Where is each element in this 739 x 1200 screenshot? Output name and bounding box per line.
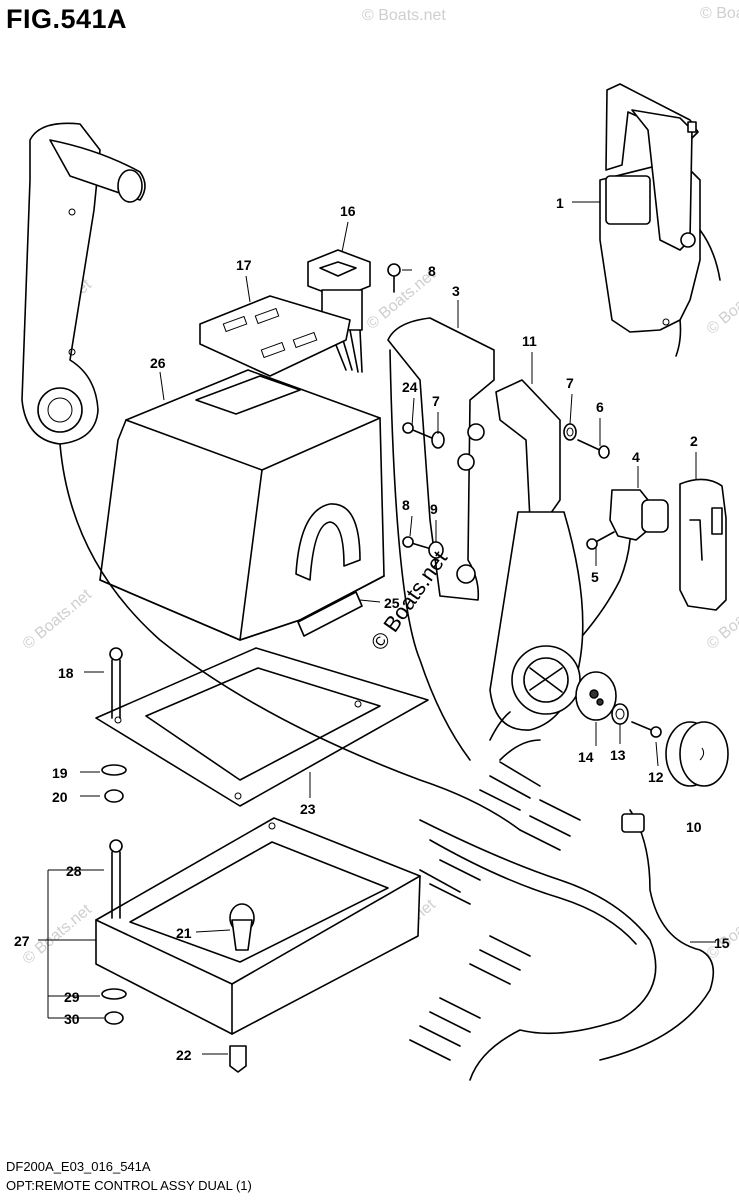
callout-19: 19 [52, 765, 68, 781]
watermark-top-right: © Boats.net [362, 7, 446, 24]
callout-8-upper: 8 [428, 263, 436, 279]
left-control-lever [21, 122, 521, 831]
part-7-washer-right [563, 423, 577, 441]
callout-9: 9 [430, 501, 438, 517]
part-23-gasket [95, 647, 429, 807]
callout-25: 25 [384, 595, 400, 611]
callout-20: 20 [52, 789, 68, 805]
part-4-switch [559, 489, 669, 661]
callout-7-right: 7 [566, 375, 574, 391]
part-19-washer [101, 764, 127, 776]
callout-14: 14 [578, 749, 594, 765]
watermark-left-mid: © Boats.net [20, 586, 96, 653]
callout-3: 3 [452, 283, 460, 299]
part-22-clip [229, 1045, 247, 1073]
callouts: 1 2 3 4 5 6 7 7 8 8 9 10 11 12 13 14 15 … [14, 195, 730, 1063]
callout-1: 1 [556, 195, 564, 211]
part-6-screw [577, 439, 610, 459]
part-26-housing [99, 369, 385, 641]
callout-28: 28 [66, 863, 82, 879]
callout-10: 10 [686, 819, 702, 835]
figure-title: FIG.541A [6, 4, 128, 34]
callout-29: 29 [64, 989, 80, 1005]
part-8-screw-lower [402, 536, 429, 549]
part-25-pad [297, 591, 363, 637]
callout-6: 6 [596, 399, 604, 415]
callout-5: 5 [591, 569, 599, 585]
part-1-remote-control-assy [599, 83, 721, 357]
callout-8-lower: 8 [402, 497, 410, 513]
part-28-screw [109, 839, 123, 919]
callout-11: 11 [522, 333, 537, 349]
part-5-screw [586, 531, 615, 550]
part-3-control-bracket [387, 317, 495, 761]
part-15-wiring-harness [409, 711, 715, 1081]
part-21-knob [229, 903, 255, 951]
callout-13: 13 [610, 747, 626, 763]
callout-4: 4 [632, 449, 640, 465]
callout-7-left: 7 [432, 393, 440, 409]
part-20-nut [104, 789, 124, 803]
callout-27: 27 [14, 933, 30, 949]
watermark-right-bottom: © Boats.net [704, 896, 739, 963]
part-14-disc [575, 671, 617, 721]
watermark-top-corner: © Boats.net [700, 5, 739, 22]
callout-18: 18 [58, 665, 74, 681]
callout-23: 23 [300, 801, 316, 817]
callout-15: 15 [714, 935, 730, 951]
part-30-nut [104, 1011, 124, 1025]
watermark-left-bottom: © Boats.net [20, 901, 96, 968]
part-13-washer [611, 703, 629, 725]
callout-26: 26 [150, 355, 166, 371]
callout-17: 17 [236, 257, 252, 273]
part-7-washer-left [431, 431, 445, 449]
leader-lines [38, 201, 716, 1055]
callout-12: 12 [648, 769, 664, 785]
part-29-washer [101, 988, 127, 1000]
watermark-right-mid: © Boats.net [704, 271, 739, 338]
part-27-base-frame [95, 817, 421, 1035]
part-2-cover [679, 478, 727, 611]
part-17-plate [199, 295, 351, 377]
callout-16: 16 [340, 203, 356, 219]
part-11-lever [489, 379, 584, 731]
part-12-screw [631, 721, 662, 738]
callout-21: 21 [176, 925, 192, 941]
callout-24: 24 [402, 379, 418, 395]
figure-caption: OPT:REMOTE CONTROL ASSY DUAL (1) [6, 1178, 252, 1193]
callout-2: 2 [690, 433, 698, 449]
callout-22: 22 [176, 1047, 192, 1063]
part-18-screw [109, 647, 123, 719]
part-8-screw-upper [387, 263, 401, 293]
callout-30: 30 [64, 1011, 80, 1027]
figure-code: DF200A_E03_016_541A [6, 1159, 151, 1174]
part-10-cap [665, 721, 729, 787]
part-24-screw [402, 422, 433, 439]
